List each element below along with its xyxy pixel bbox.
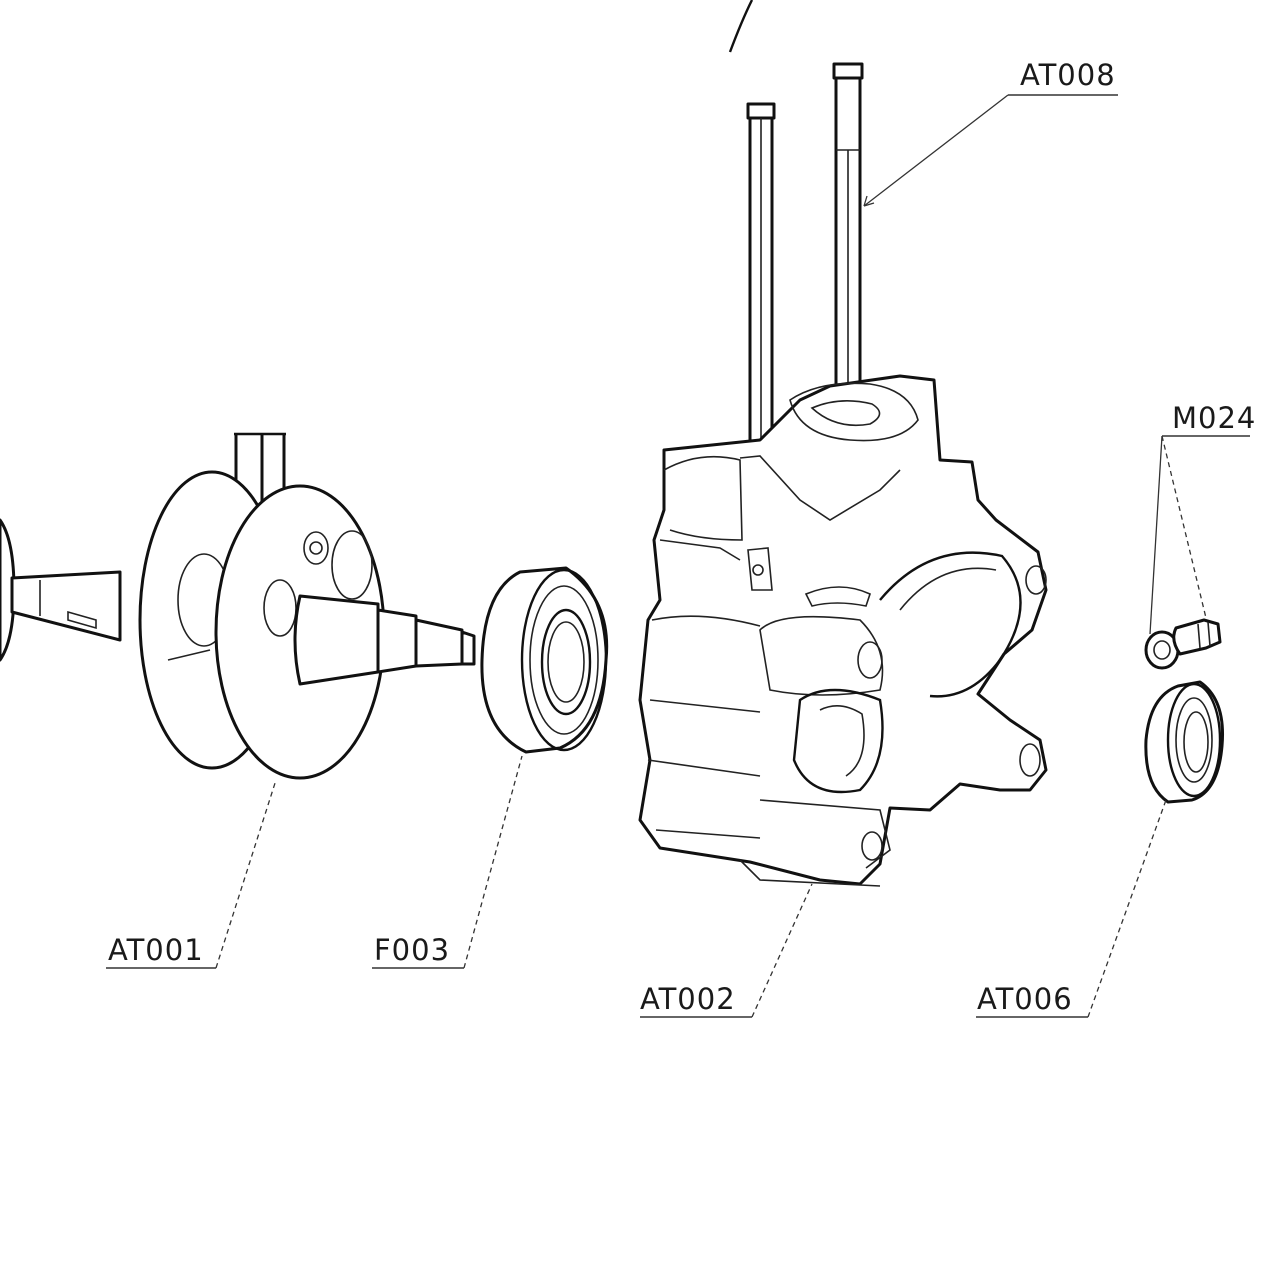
crankshaft-part-at001 [0, 432, 476, 780]
callout-label-f003: F003 [374, 933, 451, 967]
callout-label-m024: M024 [1172, 401, 1257, 435]
crankcase-part-at002 [638, 374, 1048, 887]
screws-part-m024 [1144, 618, 1222, 670]
partial-arc [728, 0, 754, 53]
stud-bolts-part-at008 [746, 62, 864, 458]
seal-part-at006 [1144, 680, 1225, 804]
bearing-part-f003 [480, 566, 609, 754]
callout-label-at002: AT002 [640, 982, 736, 1016]
callout-label-at008: AT008 [1020, 58, 1116, 92]
callout-label-at006: AT006 [977, 982, 1073, 1016]
callout-label-at001: AT001 [108, 933, 204, 967]
leader-lines [106, 94, 1250, 1018]
